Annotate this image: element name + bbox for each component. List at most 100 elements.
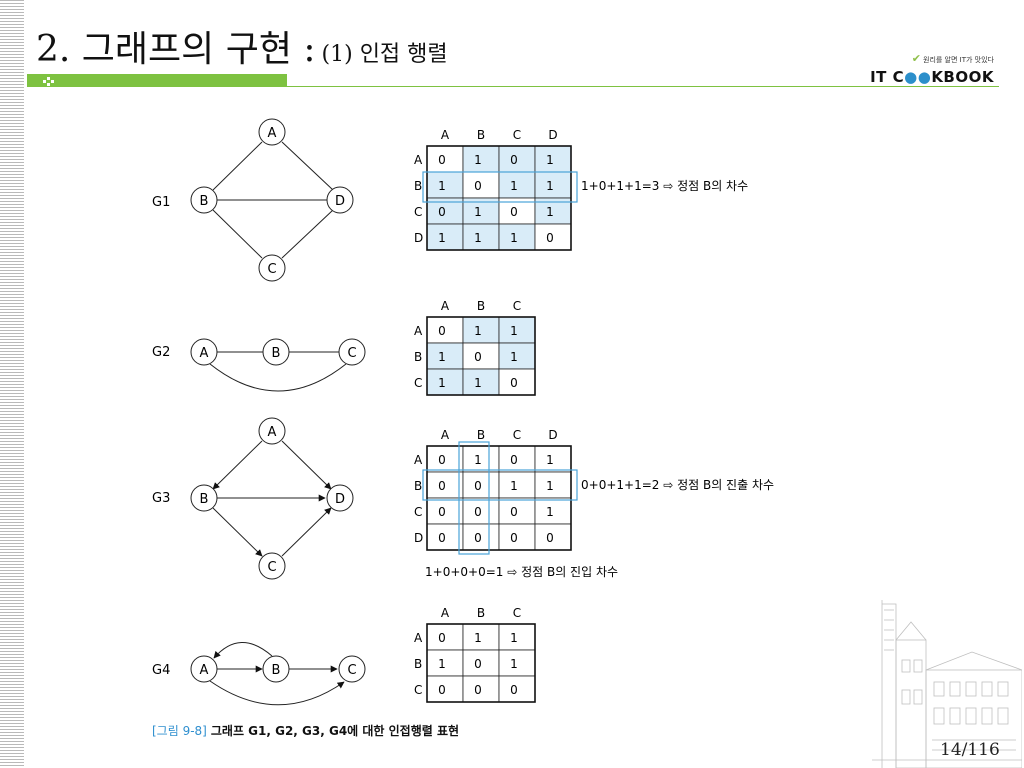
edge-g3-a-b <box>212 440 263 490</box>
matrix-cell <box>462 497 500 525</box>
matrix-cell-value: 1 <box>546 453 554 467</box>
brand-logo-circles: ●● <box>904 68 932 86</box>
matrix-row-header: C <box>414 505 422 519</box>
matrix-cell-value: 1 <box>474 153 482 167</box>
matrix-cell-value: 1 <box>438 179 446 193</box>
svg-text:A: A <box>200 663 209 678</box>
edge-g3-a-d <box>281 440 332 490</box>
svg-text:A: A <box>268 126 277 141</box>
graph-node: A <box>190 655 218 683</box>
slide-title-main: 2. 그래프의 구현 : <box>36 29 316 70</box>
matrix-row-header: B <box>414 479 422 493</box>
graph-node: A <box>190 338 218 366</box>
graph-node: D <box>326 186 354 214</box>
matrix-cell-value: 0 <box>438 324 446 338</box>
graph-g4: G4 A B C <box>152 642 366 706</box>
matrix-cell-value: 1 <box>510 479 518 493</box>
matrix-row-header: B <box>414 657 422 671</box>
matrix-column-header: D <box>548 428 557 442</box>
matrix-row-header: C <box>414 683 422 697</box>
publisher-brand: ✔원리를 알면 IT가 맛있다 IT C●●KBOOK <box>870 52 994 86</box>
brand-logo: IT C●●KBOOK <box>870 68 994 86</box>
matrix-cell <box>426 368 464 396</box>
matrix-cell <box>498 223 536 251</box>
matrix-row-header: B <box>414 179 422 193</box>
matrix-cell-value: 1 <box>474 324 482 338</box>
annotation-g3-out-degree: 0+0+1+1=2 ⇨ 정점 B의 진출 차수 <box>581 478 774 492</box>
edge-g1-a-d <box>281 141 334 191</box>
matrix-cell-value: 1 <box>510 179 518 193</box>
title-underline-bar <box>27 74 287 87</box>
edge-g4-b-a <box>213 642 273 659</box>
matrix-border <box>426 623 536 703</box>
matrix-cell-value: 0 <box>474 479 482 493</box>
matrix-cell-value: 0 <box>474 179 482 193</box>
matrix-cell-value: 1 <box>510 350 518 364</box>
edge-g1-b-c <box>212 209 263 259</box>
matrix-row-header: C <box>414 376 422 390</box>
svg-text:D: D <box>335 194 345 209</box>
edge-g3-c-d <box>281 507 332 557</box>
matrix-column-header: B <box>477 299 485 313</box>
svg-text:C: C <box>347 346 356 361</box>
slide-title: 2. 그래프의 구현 :(1) 인접 행렬 <box>36 20 448 72</box>
matrix-cell <box>498 342 536 370</box>
svg-text:B: B <box>200 194 209 209</box>
graph-node: B <box>262 655 290 683</box>
matrix-cell-value: 1 <box>546 479 554 493</box>
svg-text:B: B <box>200 492 209 507</box>
matrix-column-header: D <box>548 128 557 142</box>
matrix-cell <box>462 223 500 251</box>
matrix-border <box>426 145 572 251</box>
svg-text:C: C <box>267 262 276 277</box>
svg-text:B: B <box>272 663 281 678</box>
building-watermark-icon <box>872 600 1022 768</box>
matrix-cell-value: 1 <box>438 231 446 245</box>
graph-label-g3: G3 <box>152 491 170 506</box>
graph-node: C <box>338 338 366 366</box>
svg-text:B: B <box>272 346 281 361</box>
matrix-column-header: B <box>477 428 485 442</box>
matrix-cell-value: 0 <box>474 350 482 364</box>
matrix-cell-value: 0 <box>546 531 554 545</box>
figure-caption: [그림 9-8]그래프 G1, G2, G3, G4에 대한 인접행렬 표현 <box>152 722 459 739</box>
matrix-cell-value: 1 <box>546 205 554 219</box>
highlight-g1-row-b <box>422 171 578 203</box>
page-number: 14/116 <box>940 740 1000 760</box>
graph-node: B <box>190 484 218 512</box>
graph-node: C <box>258 552 286 580</box>
matrix-column-header: A <box>441 299 450 313</box>
edge-g1-a-b <box>212 141 263 191</box>
svg-text:C: C <box>347 663 356 678</box>
graph-node: A <box>258 417 286 445</box>
matrix-cell-value: 0 <box>474 531 482 545</box>
graph-node: D <box>326 484 354 512</box>
matrix-column-header: C <box>513 428 521 442</box>
matrix-cell <box>534 445 572 473</box>
edge-g4-a-c <box>209 680 345 706</box>
matrix-row-header: B <box>414 350 422 364</box>
matrix-cell-value: 0 <box>438 479 446 493</box>
graph-g3: G3 A B C D <box>152 417 354 580</box>
matrix-cell-value: 0 <box>438 683 446 697</box>
svg-text:A: A <box>268 425 277 440</box>
title-underline-rule <box>287 86 999 87</box>
matrix-cell <box>534 145 572 173</box>
matrix-cell-value: 1 <box>474 453 482 467</box>
matrix-cell-value: 0 <box>510 453 518 467</box>
matrix-cell <box>534 523 572 551</box>
matrix-cell-value: 1 <box>438 376 446 390</box>
matrix-cell-value: 1 <box>474 205 482 219</box>
matrix-cell-value: 1 <box>510 324 518 338</box>
matrix-cell <box>498 523 536 551</box>
edge-g1-d-c <box>281 209 334 259</box>
matrix-cell-value: 1 <box>510 231 518 245</box>
matrix-cell-value: 1 <box>546 153 554 167</box>
matrix-cell-value: 1 <box>510 631 518 645</box>
matrix-row-header: A <box>414 324 423 338</box>
